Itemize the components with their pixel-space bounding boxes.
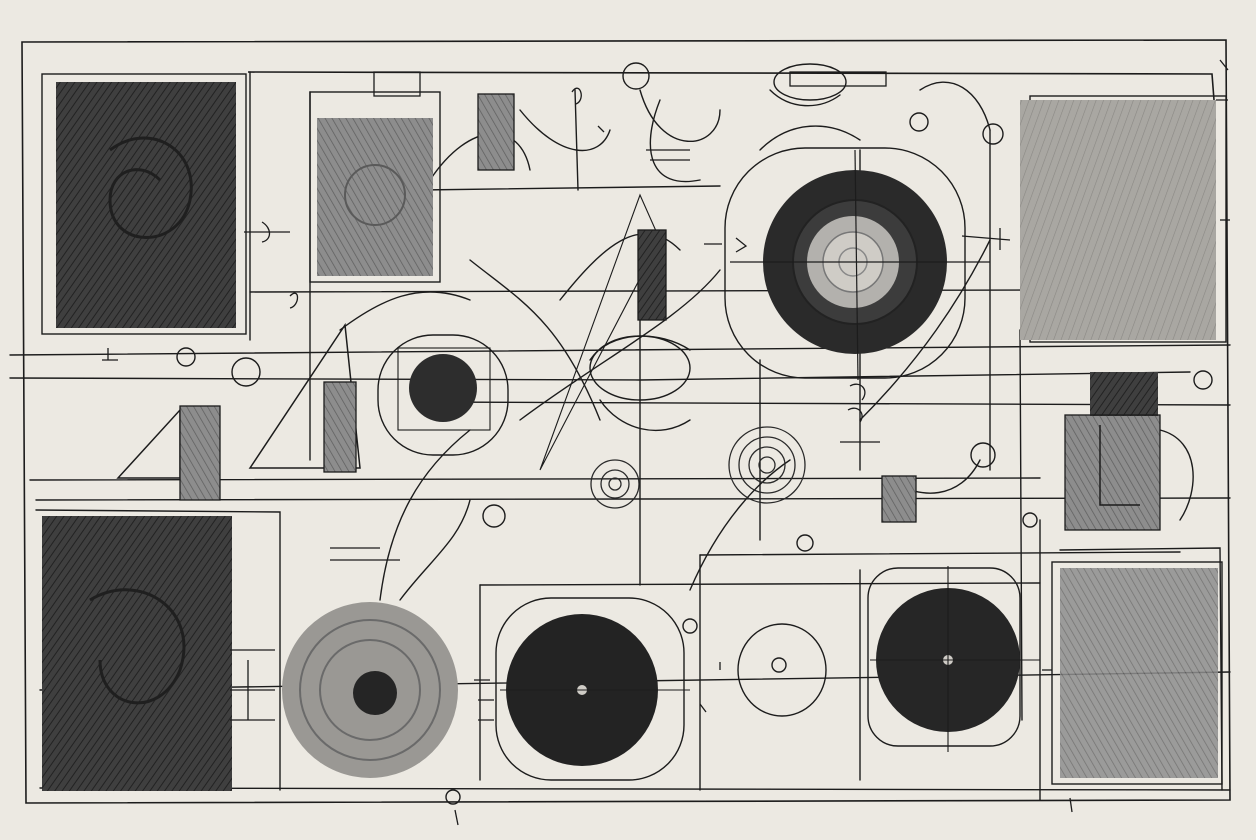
hand-drawn-marks — [102, 59, 1230, 826]
concentric-disc-top-right — [724, 147, 990, 381]
small-graphite-bars — [179, 93, 917, 523]
grey-disc-bottom-left — [282, 602, 458, 778]
disc-center — [377, 334, 509, 456]
outer-frame — [21, 39, 1231, 804]
small-spirals-center — [590, 426, 806, 509]
graphite-square-top-left — [41, 73, 247, 335]
graphite-square-bottom-left — [42, 516, 232, 791]
graphite-block-right-middle — [1064, 372, 1161, 531]
graphite-square-bottom-right — [1051, 561, 1223, 785]
black-disc-bottom-center — [495, 597, 690, 781]
oval-shapes — [589, 63, 847, 717]
black-disc-bottom-right — [867, 566, 1040, 752]
graphite-square-top-center — [309, 91, 441, 283]
graphite-square-top-right — [1020, 95, 1227, 343]
small-knobs — [176, 62, 1213, 805]
